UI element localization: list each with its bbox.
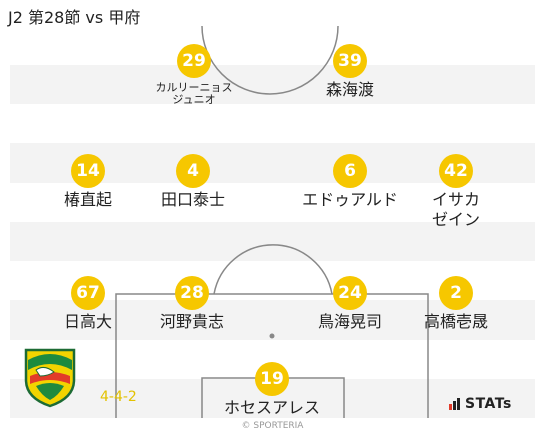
player-67: 67 日高大: [18, 276, 158, 332]
player-28: 28 河野貴志: [122, 276, 262, 332]
jef-united-crest-icon: [24, 348, 76, 408]
player-name: ホセスアレス: [223, 398, 320, 417]
player-name: 高橋壱晟: [423, 312, 488, 331]
player-number-badge: 2: [439, 276, 473, 310]
player-4: 4 田口泰士: [123, 154, 263, 210]
player-name: カルリーニョス ジュニオ: [155, 81, 233, 106]
player-39: 39 森海渡: [280, 44, 420, 100]
player-name: 河野貴志: [159, 312, 224, 331]
stats-logo: STATs: [449, 396, 512, 412]
player-number-badge: 24: [333, 276, 367, 310]
player-24: 24 鳥海晃司: [280, 276, 420, 332]
player-6: 6 エドゥアルド: [280, 154, 420, 210]
player-name: 森海渡: [325, 80, 374, 99]
player-number-badge: 67: [71, 276, 105, 310]
player-name: イサカ ゼイン: [431, 190, 480, 229]
pitch-stripe: [10, 104, 535, 143]
player-29: 29 カルリーニョス ジュニオ: [124, 44, 264, 106]
player-number-badge: 42: [439, 154, 473, 188]
player-42: 42 イサカ ゼイン: [386, 154, 526, 230]
player-number-badge: 14: [71, 154, 105, 188]
pitch-stripe: [10, 26, 535, 65]
player-name: 田口泰士: [160, 190, 225, 209]
player-name: 椿直起: [63, 190, 112, 209]
player-number-badge: 28: [175, 276, 209, 310]
player-number-badge: 39: [333, 44, 367, 78]
player-name: 鳥海晃司: [317, 312, 382, 331]
pitch-stripe: [10, 183, 535, 222]
stats-logo-icon: [449, 398, 460, 410]
player-number-badge: 4: [176, 154, 210, 188]
player-14: 14 椿直起: [18, 154, 158, 210]
player-2: 2 高橋壱晟: [386, 276, 526, 332]
formation-label: 4-4-2: [100, 389, 137, 405]
player-number-badge: 6: [333, 154, 367, 188]
player-name: 日高大: [63, 312, 112, 331]
player-number-badge: 19: [255, 362, 289, 396]
copyright-credit: © SPORTERIA: [241, 421, 304, 431]
stats-brand-label: STATs: [465, 396, 512, 412]
player-19: 19 ホセスアレス: [202, 362, 342, 418]
match-title: J2 第28節 vs 甲府: [8, 8, 141, 27]
player-name: エドゥアルド: [302, 190, 398, 209]
player-number-badge: 29: [177, 44, 211, 78]
